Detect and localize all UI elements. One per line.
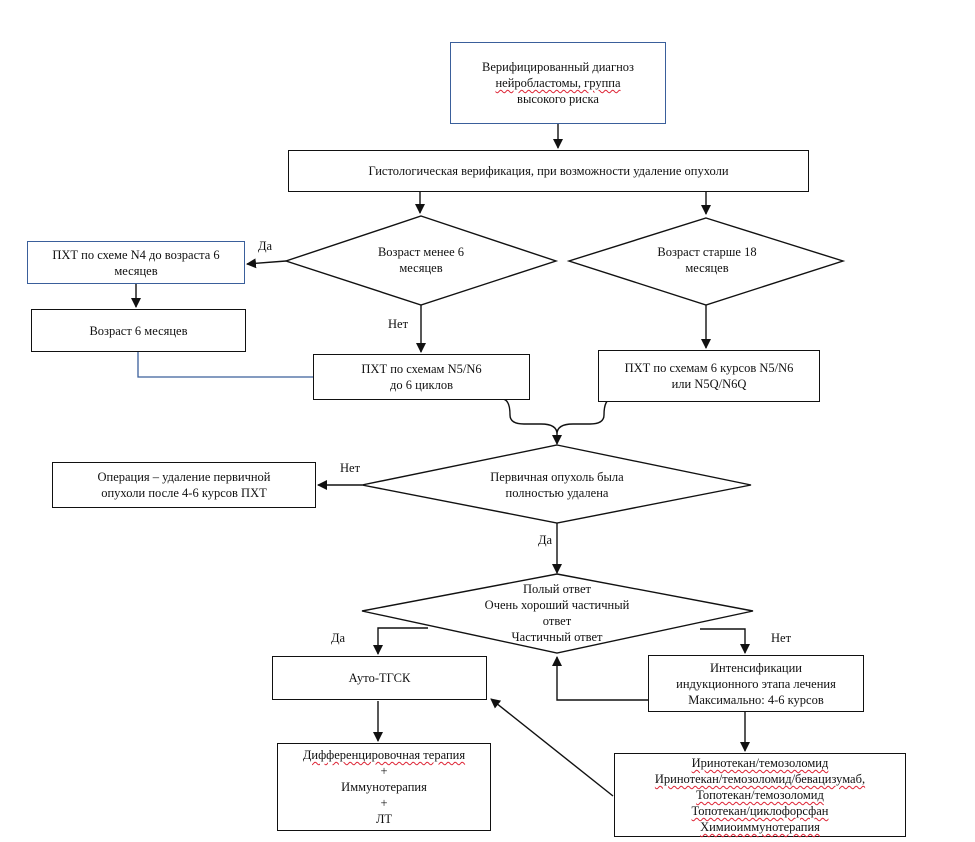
response-line2: Очень хороший частичный — [484, 598, 630, 612]
pxt-6courses-line1: ПХТ по схемам 6 курсов N5/N6 — [624, 361, 794, 375]
intensification-line3: Максимально: 4-6 курсов — [688, 692, 824, 707]
intensification-line1: Интенсификации — [710, 660, 802, 675]
edge-response-yes — [373, 627, 428, 655]
diamond-response-text: Полый ответ Очень хороший частичный отве… — [457, 578, 657, 648]
diamond-age-over18-text: Возраст старше 18 месяцев — [612, 236, 802, 284]
diamond-age-under6-text: Возраст менее 6 месяцев — [326, 236, 516, 284]
age-under6-line2: месяцев — [399, 261, 443, 275]
edge-response-no — [700, 628, 750, 654]
age6-text: Возраст 6 месяцев — [89, 323, 188, 338]
label-yes-response: Да — [331, 631, 346, 645]
node-auto-tgsk: Ауто-ТГСК — [272, 656, 487, 700]
node-diff-therapy: Дифференцировочная терапия + Иммунотерап… — [277, 743, 491, 831]
node-regimens: Иринотекан/темозоломид Иринотекан/темозо… — [614, 753, 906, 837]
pxt-n5n6-line2: до 6 циклов — [390, 378, 453, 392]
diamond-primary-removed-text: Первичная опухоль была полностью удалена — [457, 463, 657, 507]
node-intensification: Интенсификации индукционного этапа лечен… — [648, 655, 864, 712]
response-line3: ответ — [542, 614, 572, 628]
age-over18-line1: Возраст старше 18 — [657, 245, 757, 259]
node-pxt-n4: ПХТ по схеме N4 до возраста 6 месяцев — [27, 241, 245, 284]
node-age6: Возраст 6 месяцев — [31, 309, 246, 352]
histology-text: Гистологическая верификация, при возможн… — [368, 164, 729, 178]
auto-tgsk-text: Ауто-ТГСК — [348, 671, 411, 685]
edge-intensification-loop — [552, 656, 648, 701]
regimens-line5: Химиоиммунотерапия — [700, 820, 820, 834]
label-no-primary: Нет — [340, 461, 361, 475]
regimens-line1: Иринотекан/темозоломид — [691, 756, 829, 770]
diamond-response — [361, 573, 754, 654]
diagnosis-line1: Верифицированный диагноз — [482, 60, 634, 74]
primary-removed-line1: Первичная опухоль была — [490, 470, 624, 484]
pxt-6courses-line2: или N5Q/N6Q — [671, 377, 747, 391]
diagnosis-line3: высокого риска — [517, 92, 599, 106]
merge-brace — [501, 398, 613, 435]
regimens-line2: Иринотекан/темозоломид/бевацизумаб, — [654, 772, 866, 786]
response-line4: Частичный ответ — [511, 630, 603, 644]
age-over18-line2: месяцев — [685, 261, 729, 275]
regimens-line3: Топотекан/темозоломид — [696, 788, 824, 802]
pxt-n4-line2: месяцев — [114, 263, 158, 278]
label-yes-primary: Да — [538, 533, 553, 547]
label-yes-under6: Да — [258, 239, 273, 253]
operation-line2: опухоли после 4-6 курсов ПХТ — [101, 486, 267, 500]
edge-age6-n5n6 — [137, 352, 313, 378]
diff-therapy-line2: + — [380, 764, 388, 778]
diff-therapy-line5: ЛТ — [375, 812, 393, 826]
edge-regimens-auto — [490, 698, 614, 797]
label-no-response: Нет — [771, 631, 792, 645]
pxt-n4-line1: ПХТ по схеме N4 до возраста 6 — [52, 247, 220, 262]
node-histology: Гистологическая верификация, при возможн… — [288, 150, 809, 192]
diff-therapy-line4: + — [380, 796, 388, 810]
node-pxt-n5n6: ПХТ по схемам N5/N6 до 6 циклов — [313, 354, 530, 400]
node-diagnosis: Верифицированный диагноз нейробластомы, … — [450, 42, 666, 124]
diff-therapy-line3: Иммунотерапия — [341, 780, 427, 794]
diff-therapy-line1: Дифференцировочная терапия — [302, 748, 466, 762]
node-operation: Операция – удаление первичной опухоли по… — [52, 462, 316, 508]
pxt-n5n6-line1: ПХТ по схемам N5/N6 — [361, 362, 482, 376]
edge-under6-yes — [246, 258, 287, 269]
primary-removed-line2: полностью удалена — [505, 486, 609, 500]
age-under6-line1: Возраст менее 6 — [377, 245, 465, 259]
regimens-line4: Топотекан/циклофорсфан — [691, 804, 829, 818]
response-line1: Полый ответ — [523, 582, 591, 596]
label-no-under6: Нет — [388, 317, 409, 331]
diagnosis-line2: нейробластомы, группа — [495, 76, 621, 90]
intensification-line2: индукционного этапа лечения — [676, 676, 836, 691]
node-pxt-6courses: ПХТ по схемам 6 курсов N5/N6 или N5Q/N6Q — [598, 350, 820, 402]
operation-line1: Операция – удаление первичной — [97, 470, 271, 484]
